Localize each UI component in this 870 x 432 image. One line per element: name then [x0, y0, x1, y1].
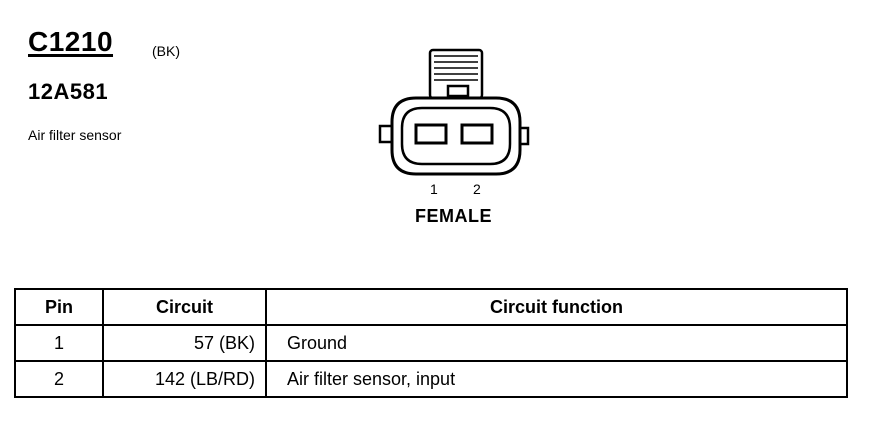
table-row: 2 142 (LB/RD) Air filter sensor, input: [14, 360, 848, 398]
pin-cavity-1: [414, 123, 448, 145]
connector-description: Air filter sensor: [28, 127, 122, 143]
cell-function: Air filter sensor, input: [265, 360, 848, 398]
pin-cavity-2: [460, 123, 494, 145]
connector-gender: FEMALE: [415, 206, 492, 226]
connector-face-drawing: [378, 48, 530, 176]
pin-number-label: 1: [430, 181, 438, 197]
cell-function: Ground: [265, 324, 848, 362]
table-header-row: Pin Circuit Circuit function: [14, 288, 848, 326]
inner-face: [400, 106, 512, 166]
part-number: 12A581: [28, 79, 109, 104]
pin-table: Pin Circuit Circuit function 1 57 (BK) G…: [14, 288, 848, 398]
cell-pin: 1: [14, 324, 104, 362]
header-circuit: Circuit: [102, 288, 267, 326]
locking-tab: [428, 48, 484, 100]
cell-circuit: 57 (BK): [102, 324, 267, 362]
table-row: 1 57 (BK) Ground: [14, 324, 848, 362]
header-circuit-function: Circuit function: [265, 288, 848, 326]
connector-color: (BK): [152, 43, 180, 59]
connector-id: C1210: [28, 26, 114, 57]
header-pin: Pin: [14, 288, 104, 326]
cell-pin: 2: [14, 360, 104, 398]
pin-number-label: 2: [473, 181, 481, 197]
cell-circuit: 142 (LB/RD): [102, 360, 267, 398]
